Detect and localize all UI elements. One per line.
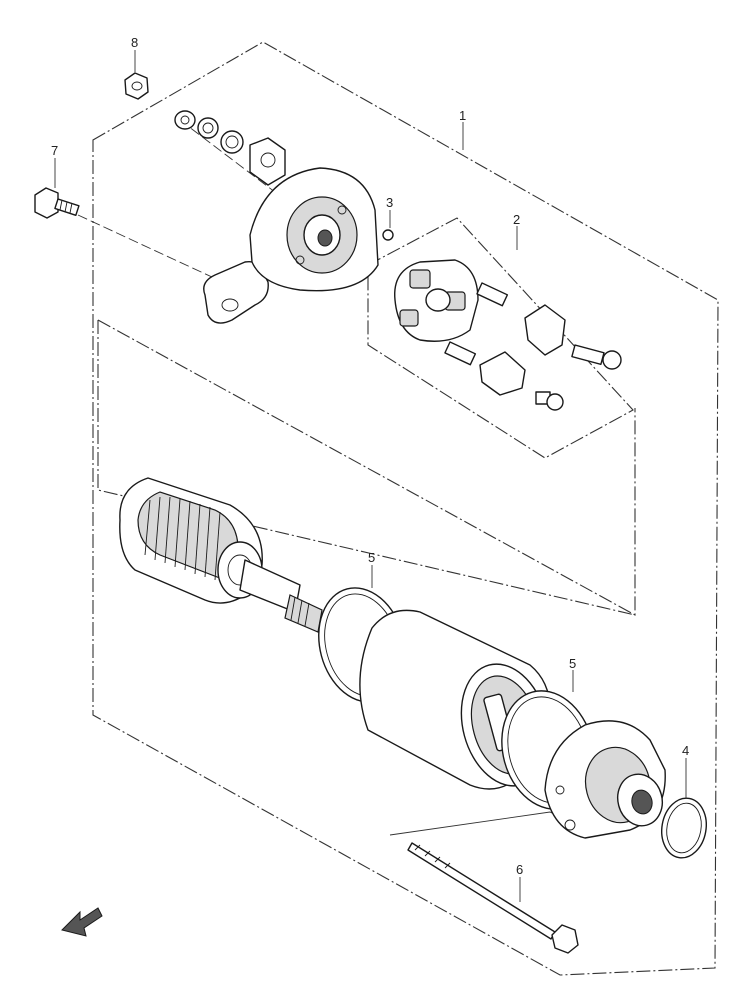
callout-2: 2 <box>513 212 520 227</box>
callout-4: 4 <box>682 743 689 758</box>
through-bolt-part-6 <box>407 842 579 954</box>
callout-5-right: 5 <box>569 656 576 671</box>
brush-holder <box>394 259 622 411</box>
o-ring-part-4 <box>661 797 707 859</box>
washer-set <box>174 110 286 186</box>
assembly-frame <box>92 41 719 976</box>
callout-3: 3 <box>386 195 393 210</box>
screw-part-3 <box>382 229 394 241</box>
callout-1: 1 <box>459 108 466 123</box>
drive-end-housing <box>544 720 666 839</box>
forward-arrow-icon <box>61 907 103 937</box>
nut-part-8 <box>124 72 149 100</box>
yoke-guide-line-2 <box>97 319 636 616</box>
brush-holder-frame <box>367 217 634 459</box>
callout-6: 6 <box>516 862 523 877</box>
end-cover <box>203 167 379 324</box>
nut-axis-line <box>179 119 326 231</box>
yoke-guide-line <box>97 320 636 616</box>
bolt-part-7 <box>34 187 80 219</box>
callout-7: 7 <box>51 143 58 158</box>
callout-8: 8 <box>131 35 138 50</box>
armature <box>119 477 323 633</box>
callout-5-left: 5 <box>368 550 375 565</box>
